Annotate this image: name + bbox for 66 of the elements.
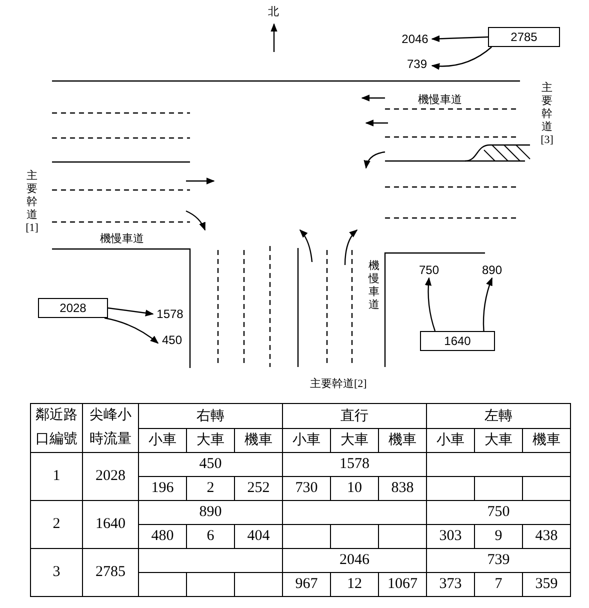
- count-value: 890: [478, 262, 506, 278]
- arrow: [431, 35, 488, 42]
- count-value: 1: [30, 452, 82, 500]
- column-header: 大車: [474, 428, 522, 452]
- count-value: 404: [234, 524, 282, 548]
- column-header: 直行: [282, 404, 426, 428]
- count-value: 1578: [282, 452, 426, 476]
- count-value: 2: [186, 476, 234, 500]
- count-box: 2785: [488, 27, 560, 47]
- count-value: 12: [330, 572, 378, 596]
- column-header: 大車: [186, 428, 234, 452]
- lane-label: 機慢車道: [418, 93, 462, 107]
- count-value: 196: [138, 476, 186, 500]
- column-header: 尖峰小時流量: [82, 404, 138, 452]
- count-value: 252: [234, 476, 282, 500]
- road-label: 主要幹道[1]: [25, 170, 39, 235]
- count-value: 2: [30, 500, 82, 548]
- column-header: 機車: [234, 428, 282, 452]
- count-value: 967: [282, 572, 330, 596]
- count-value: 1067: [378, 572, 426, 596]
- column-header: 小車: [138, 428, 186, 452]
- arrow: [108, 307, 154, 316]
- count-value: 7: [474, 572, 522, 596]
- count-value: 1578: [153, 306, 187, 322]
- arrow: [431, 46, 492, 70]
- arrow: [424, 277, 436, 332]
- count-value: 480: [138, 524, 186, 548]
- column-header: 小車: [426, 428, 474, 452]
- count-value: 3: [30, 548, 82, 596]
- count-value: 2046: [398, 31, 432, 47]
- count-value: 890: [138, 500, 282, 524]
- count-value: 750: [426, 500, 570, 524]
- count-value: 438: [522, 524, 570, 548]
- count-value: 739: [426, 548, 570, 572]
- count-value: 303: [426, 524, 474, 548]
- count-value: 450: [158, 332, 186, 348]
- count-value: 450: [138, 452, 282, 476]
- arrow: [482, 277, 493, 332]
- count-value: 6: [186, 524, 234, 548]
- count-value: 373: [426, 572, 474, 596]
- count-value: 739: [402, 56, 432, 72]
- count-value: 838: [378, 476, 426, 500]
- column-header: 機車: [522, 428, 570, 452]
- column-header: 右轉: [138, 404, 282, 428]
- lane-label: 機慢車道: [100, 232, 144, 246]
- lane-label: 機慢車道: [367, 260, 380, 312]
- count-value: 1640: [82, 500, 138, 548]
- arrow: [104, 317, 159, 344]
- column-header: 左轉: [426, 404, 570, 428]
- count-value: 2028: [82, 452, 138, 500]
- count-box: 2028: [38, 298, 108, 318]
- column-header: 小車: [282, 428, 330, 452]
- count-value: 10: [330, 476, 378, 500]
- count-value: 730: [282, 476, 330, 500]
- column-header: 機車: [378, 428, 426, 452]
- road-label: 主要幹道[3]: [540, 82, 554, 147]
- north-label: 北: [268, 5, 279, 19]
- count-value: 750: [415, 262, 443, 278]
- column-header: 鄰近路口編號: [30, 404, 82, 452]
- count-value: 359: [522, 572, 570, 596]
- column-header: 大車: [330, 428, 378, 452]
- count-value: 2046: [282, 548, 426, 572]
- count-value: 2785: [82, 548, 138, 596]
- count-box: 1640: [420, 331, 495, 351]
- count-value: 9: [474, 524, 522, 548]
- road-label: 主要幹道[2]: [310, 376, 367, 391]
